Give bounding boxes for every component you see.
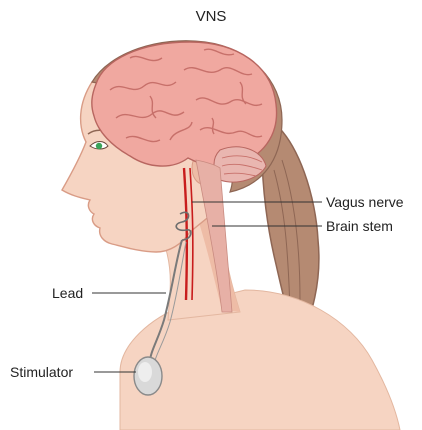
- label-brain-stem: Brain stem: [326, 218, 393, 234]
- label-lead: Lead: [52, 285, 83, 301]
- label-stimulator: Stimulator: [10, 364, 73, 380]
- torso: [120, 290, 400, 430]
- label-vagus-nerve: Vagus nerve: [326, 194, 404, 210]
